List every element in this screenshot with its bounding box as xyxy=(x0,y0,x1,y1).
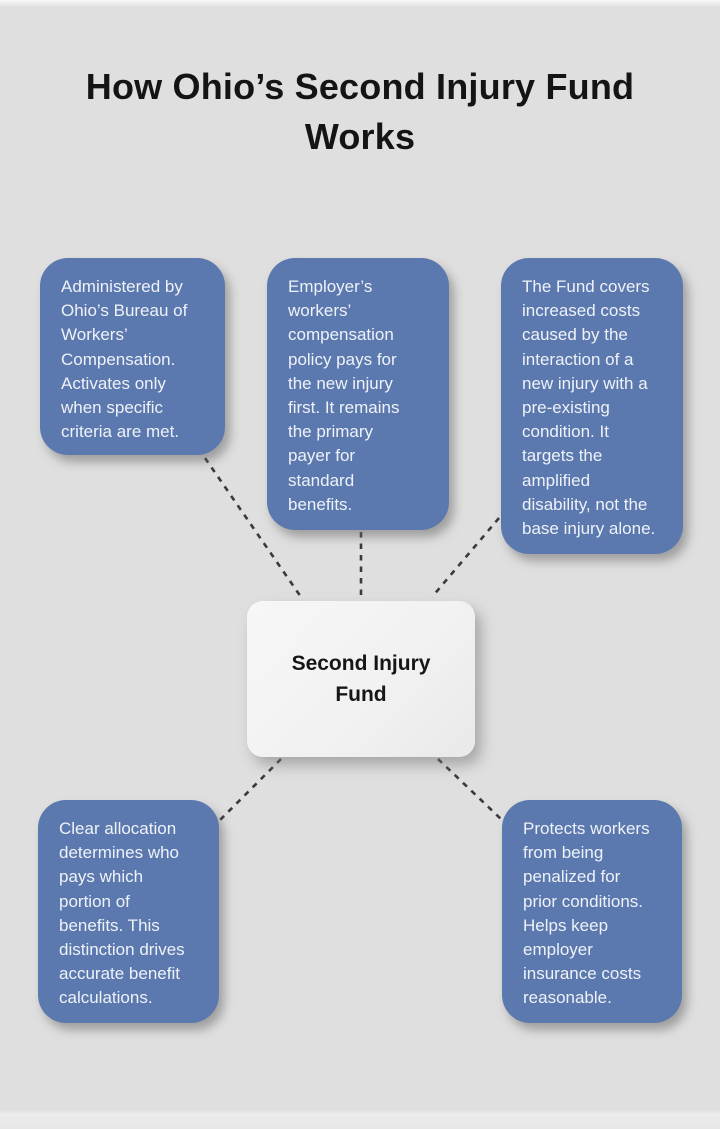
node-worker-protection: Protects workers from being penalized fo… xyxy=(502,800,682,1023)
page-title: How Ohio’s Second Injury Fund Works xyxy=(85,66,635,157)
connector-bottom-right xyxy=(437,758,503,821)
node-employer-policy: Employer’s workers’ compensation policy … xyxy=(267,258,449,530)
connector-bottom-left xyxy=(219,758,282,821)
node-benefit-allocation: Clear allocation determines who pays whi… xyxy=(38,800,219,1023)
node-administration: Administered by Ohio’s Bureau of Workers… xyxy=(40,258,225,455)
node-second-injury-fund: Second Injury Fund xyxy=(247,601,475,757)
connector-top-right xyxy=(431,517,500,598)
node-fund-coverage: The Fund covers increased costs caused b… xyxy=(501,258,683,554)
